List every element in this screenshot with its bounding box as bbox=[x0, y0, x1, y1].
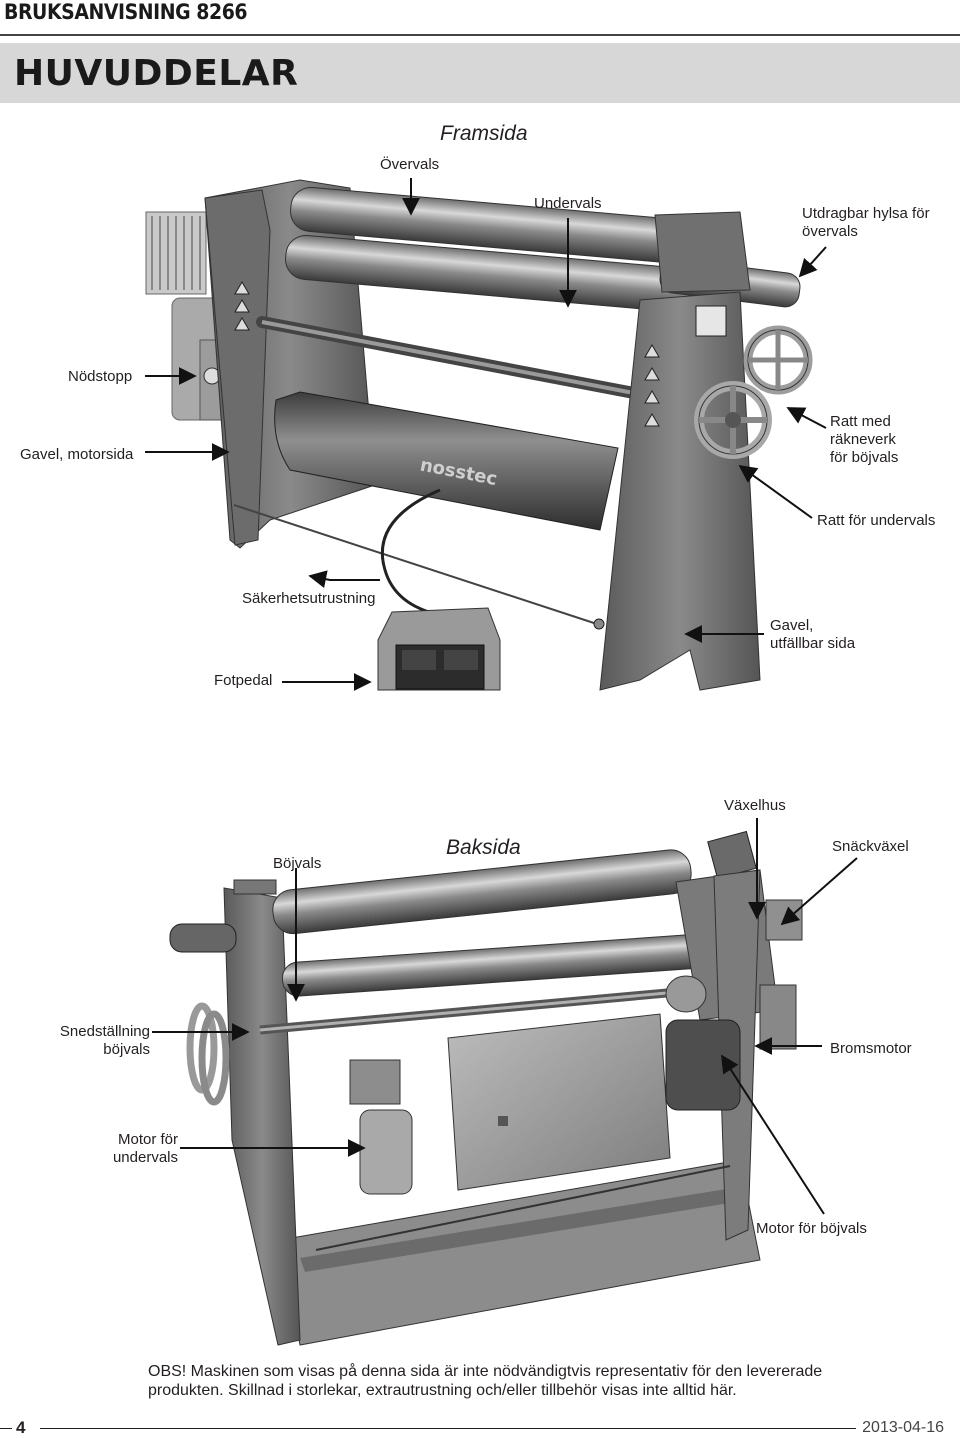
label-ratt-line3: för böjvals bbox=[830, 449, 899, 466]
label-bojvals: Böjvals bbox=[273, 855, 322, 872]
front-machine-photo: nosstec bbox=[145, 179, 813, 691]
document-title: BRUKSANVISNING 8266 bbox=[4, 0, 248, 24]
label-vaxelhus: Växelhus bbox=[724, 797, 786, 814]
obs-note-line2: produkten. Skillnad i storlekar, extraut… bbox=[148, 1382, 737, 1399]
label-sakerhetsutrustning: Säkerhetsutrustning bbox=[242, 590, 376, 607]
label-utdragbar-line2: övervals bbox=[802, 223, 858, 240]
label-overvals: Övervals bbox=[380, 156, 440, 173]
label-fotpedal: Fotpedal bbox=[214, 672, 273, 689]
obs-note-line1: OBS! Maskinen som visas på denna sida är… bbox=[148, 1363, 823, 1380]
label-snackvaxel: Snäckväxel bbox=[832, 838, 909, 855]
label-motor-undervals-line1: Motor för bbox=[117, 1131, 178, 1148]
label-gavel-line1: Gavel, bbox=[770, 617, 814, 634]
label-motor-bojvals: Motor för böjvals bbox=[756, 1220, 867, 1237]
front-caption: Framsida bbox=[440, 122, 528, 145]
label-utdragbar-hylsa: Utdragbar hylsa för övervals bbox=[802, 205, 930, 241]
section-bar bbox=[0, 43, 960, 103]
label-ratt-line2: räkneverk bbox=[830, 431, 896, 448]
label-nodstopp: Nödstopp bbox=[68, 368, 133, 385]
front-leader-arrows bbox=[145, 178, 827, 691]
section-title: HUVUDDELAR bbox=[14, 53, 299, 94]
label-ratt-undervals: Ratt för undervals bbox=[817, 512, 936, 529]
back-caption: Baksida bbox=[446, 836, 521, 859]
label-bromsmotor: Bromsmotor bbox=[830, 1040, 912, 1057]
label-sned-line1: Snedställning bbox=[59, 1023, 150, 1040]
title-rule bbox=[0, 34, 960, 36]
label-gavel-motorsida: Gavel, motorsida bbox=[20, 446, 134, 463]
label-snedstallning-bojvals: Snedställning böjvals bbox=[40, 1023, 150, 1059]
label-ratt-med-rakneverk: Ratt med räkneverk för böjvals bbox=[830, 413, 898, 467]
footer-rule bbox=[40, 1428, 856, 1429]
back-machine-photo bbox=[169, 830, 803, 1346]
label-motor-undervals: Motor för undervals bbox=[70, 1131, 178, 1167]
label-ratt-line1: Ratt med bbox=[830, 413, 891, 430]
label-utdragbar-line1: Utdragbar hylsa för bbox=[802, 205, 930, 222]
label-motor-undervals-line2: undervals bbox=[112, 1149, 178, 1166]
label-sned-line2: böjvals bbox=[103, 1041, 150, 1058]
back-leader-arrows bbox=[152, 818, 858, 1215]
label-undervals: Undervals bbox=[534, 195, 602, 212]
label-gavel-line2: utfällbar sida bbox=[770, 635, 856, 652]
label-gavel-utfallbar: Gavel, utfällbar sida bbox=[770, 617, 855, 653]
footer-rule-left bbox=[0, 1428, 12, 1429]
obs-note: OBS! Maskinen som visas på denna sida är… bbox=[148, 1362, 928, 1400]
page-number: 4 bbox=[16, 1418, 26, 1437]
footer-date: 2013-04-16 bbox=[862, 1419, 944, 1436]
